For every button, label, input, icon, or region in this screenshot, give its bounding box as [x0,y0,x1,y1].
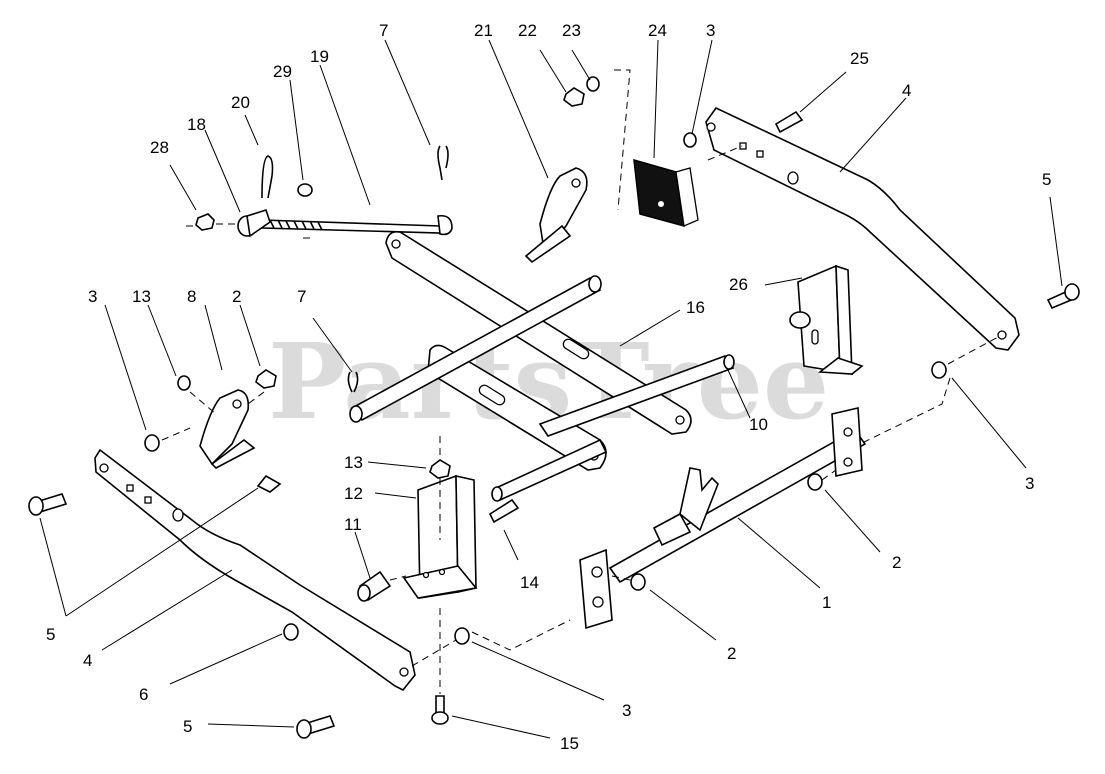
part-8-bracket [199,389,256,469]
part-4-right-lift-arm [705,106,1020,351]
part-6-nut [283,623,299,641]
callout-3-top: 3 [706,21,715,40]
callout-13-lower: 13 [344,453,363,472]
callout-5-left: 5 [46,625,55,644]
callout-11: 11 [344,515,362,534]
callout-23: 23 [562,21,581,40]
callout-7-top: 7 [379,21,388,40]
part-3-spacer-lower [454,627,470,645]
callout-4-left: 4 [83,651,92,670]
part-24-pad [633,158,699,228]
callout-13-top: 13 [132,287,151,306]
part-2-nut-lower [630,573,646,591]
callout-15: 15 [560,734,579,753]
part-2-nut-right [807,473,823,491]
part-7-pin-left [347,371,359,393]
callout-6: 6 [139,685,148,704]
part-19-adjust-rod [195,155,453,238]
part-4-left-lift-arm [94,448,416,692]
part-3-spacer-left [144,434,160,452]
part-12-bracket [402,474,478,599]
part-3-spacer-right [931,361,947,379]
part-16-slotted-bar [385,230,692,435]
callout-28: 28 [150,138,169,157]
part-23-washer [586,76,600,92]
callout-14: 14 [520,573,539,592]
part-3-spacer-top [683,132,697,148]
part-1-cross-shaft [579,407,867,630]
leader-lines [39,39,1063,739]
callout-12: 12 [344,484,363,503]
part-25-bolt [774,110,804,134]
callout-21: 21 [474,21,493,40]
shafts [349,275,735,502]
part-21-bracket [524,167,588,264]
callout-3-lower: 3 [622,701,631,720]
callout-24: 24 [648,21,667,40]
part-13-clip-left [177,375,191,391]
part-5-bolt-bracket [256,474,282,493]
callout-16: 16 [686,298,705,317]
callout-5-bottom: 5 [183,717,192,736]
callout-2-left: 2 [232,287,241,306]
callout-29: 29 [273,62,292,81]
callout-7-left: 7 [297,287,306,306]
part-22-nut [563,87,585,107]
callout-1: 1 [822,593,831,612]
callout-25: 25 [850,49,869,68]
callout-18: 18 [187,115,206,134]
part-26-bracket [789,264,864,375]
callout-26: 26 [729,275,748,294]
callout-8: 8 [187,287,196,306]
callout-labels: 7 21 22 23 24 3 19 29 25 4 20 18 28 5 26… [46,21,1051,753]
hardware [28,76,1080,739]
callout-4-right: 4 [902,81,911,100]
callout-20: 20 [231,93,250,112]
part-13-nut-lower [429,459,451,479]
part-14-bolt [488,498,520,524]
callout-3-right: 3 [1025,474,1034,493]
callout-2-lower: 2 [727,644,736,663]
part-2-nut-left [255,369,277,389]
callout-22: 22 [518,21,537,40]
part-7-pin-top [437,145,449,181]
callout-5-right: 5 [1042,170,1051,189]
callout-2-right: 2 [892,553,901,572]
callout-10: 10 [749,415,768,434]
callout-3-left: 3 [88,287,97,306]
callout-19: 19 [310,47,329,66]
